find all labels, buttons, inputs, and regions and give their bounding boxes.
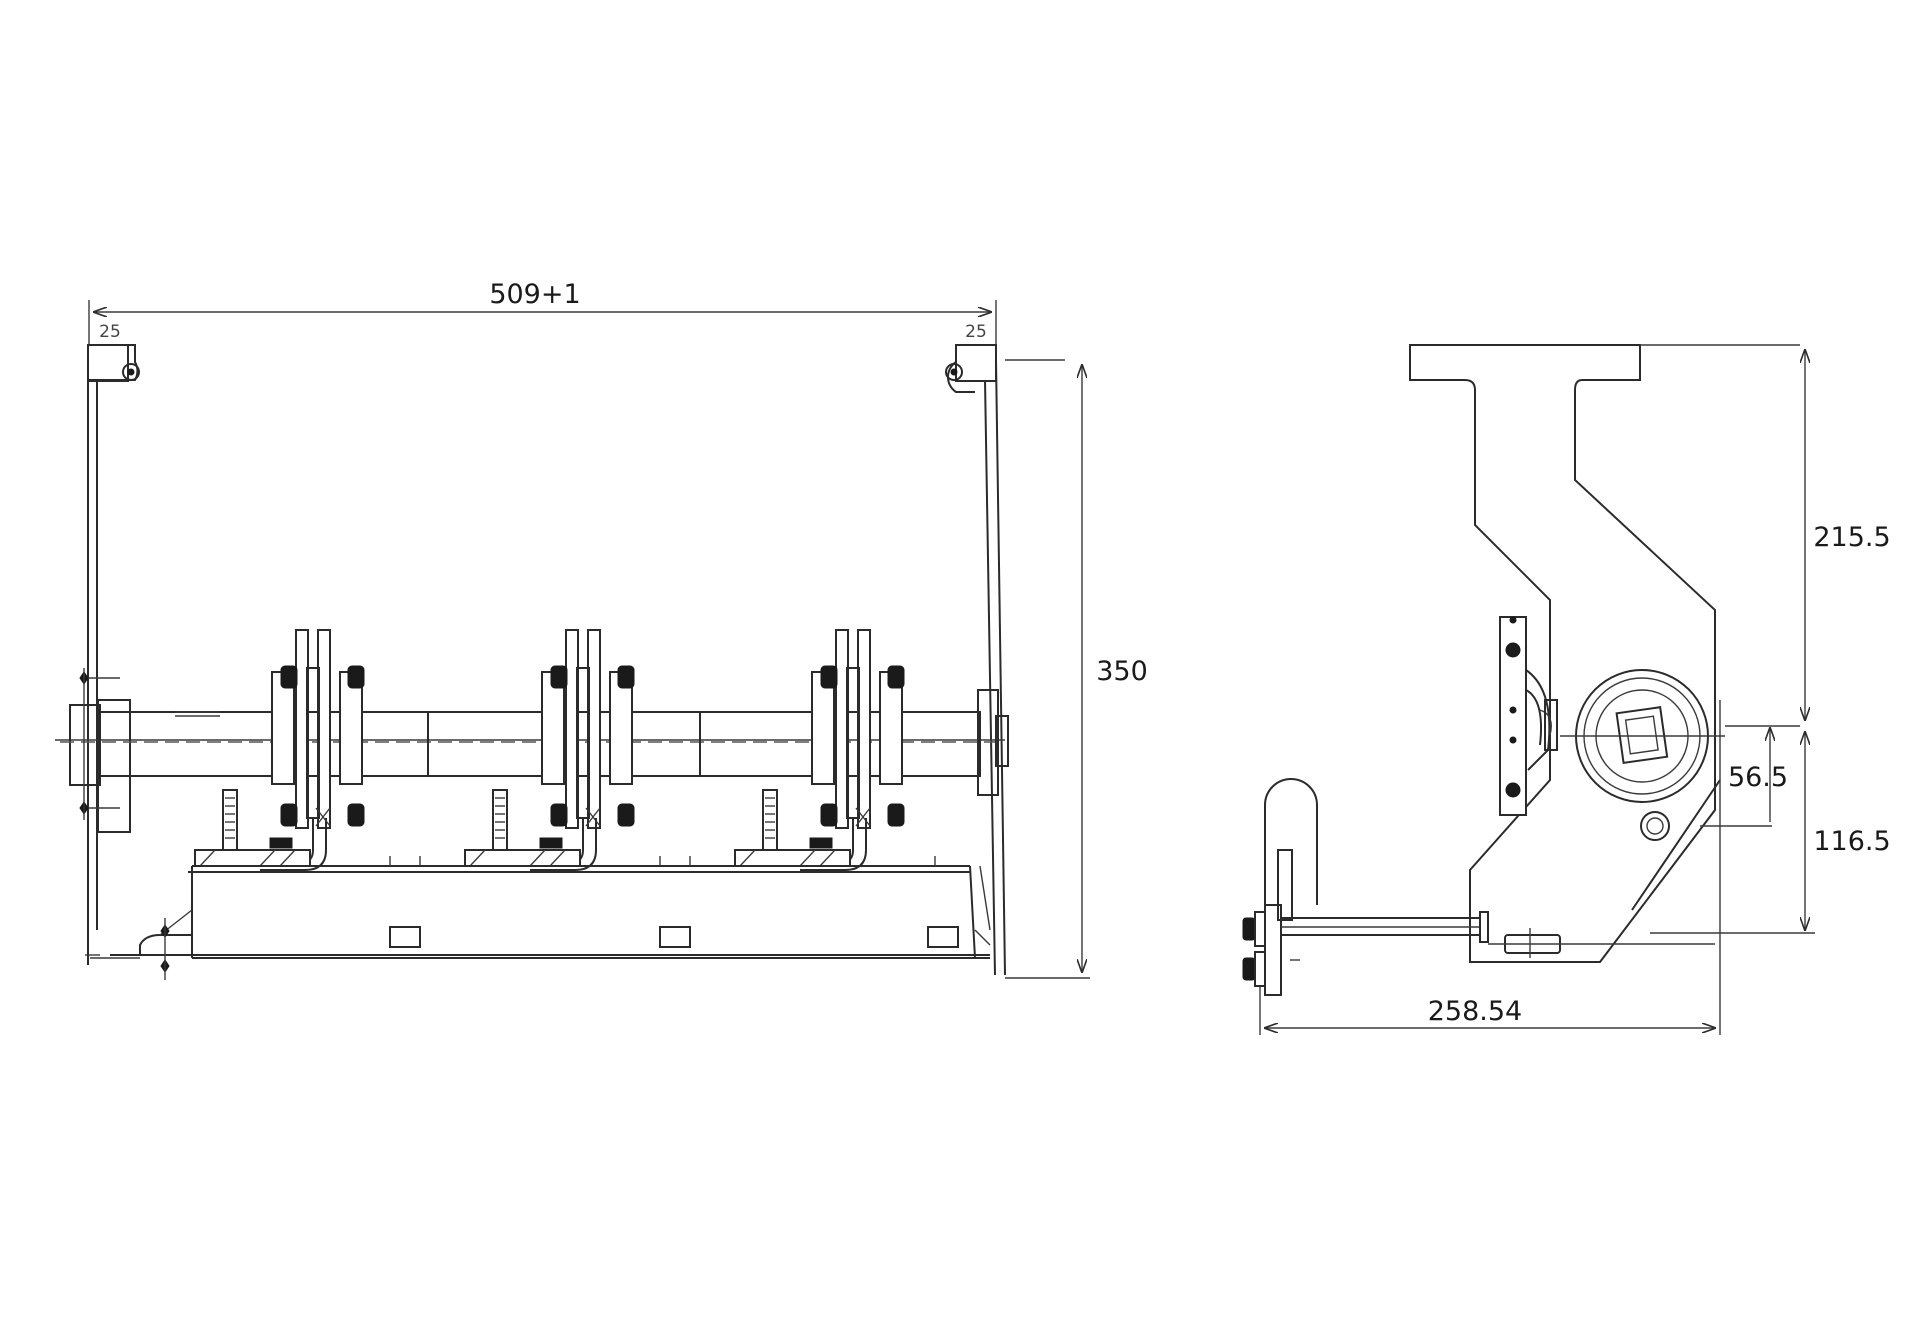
diagonal-brace <box>1631 779 1721 911</box>
offset-dimension: 56.5 <box>1700 725 1800 827</box>
side-view: 215.5 56.5 116.5 <box>1242 344 1891 1035</box>
upper-height-dimension: 215.5 <box>1805 350 1891 720</box>
operating-handle <box>1242 778 1715 996</box>
overall-height-label: 350 <box>1096 656 1148 687</box>
pole-assembly-1 <box>194 629 365 871</box>
lower-height-label: 116.5 <box>1813 826 1890 857</box>
right-hanger-bracket <box>945 344 1065 976</box>
pole-assembly-2 <box>464 629 635 871</box>
left-hanger-label: 25 <box>99 322 121 342</box>
overall-width-label: 509+1 <box>489 279 580 310</box>
mounting-hole <box>1640 811 1670 841</box>
depth-dimension: 258.54 <box>1259 700 1721 1035</box>
side-frame <box>1409 344 1800 963</box>
depth-label: 258.54 <box>1428 996 1522 1027</box>
base-tray <box>85 856 991 980</box>
lower-height-dimension: 116.5 <box>1650 732 1891 934</box>
right-hanger-label: 25 <box>965 322 987 342</box>
overall-width-dimension: 509+1 <box>88 279 997 345</box>
pole-assembly-3 <box>734 629 905 871</box>
offset-label: 56.5 <box>1728 762 1788 793</box>
left-hanger-bracket <box>87 344 140 965</box>
front-view: 509+1 25 25 350 <box>55 279 1148 980</box>
left-reference-marks <box>79 668 120 820</box>
overall-height-dimension: 350 <box>1005 365 1148 979</box>
upper-height-label: 215.5 <box>1813 522 1890 553</box>
square-shaft-bearing <box>1560 669 1725 803</box>
linkage-arm <box>1499 616 1558 816</box>
